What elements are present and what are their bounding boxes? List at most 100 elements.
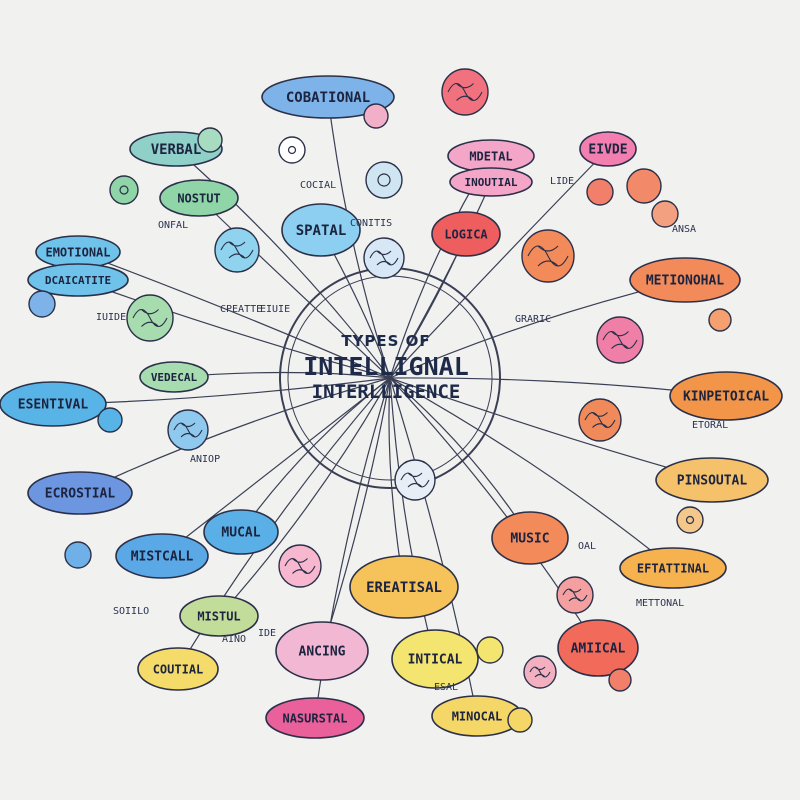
bubbles-layer: COBATIONAL VERBAL NOSTUT SPATAL MDETAL INOUTI…	[0, 75, 783, 739]
small-label-aniop: ANIOP	[190, 454, 220, 465]
connector-ecrostial	[79, 377, 391, 494]
small-label-aino: AINO	[222, 634, 246, 645]
brain-icon	[556, 576, 594, 614]
bubble-nostut: NOSTUT	[159, 179, 239, 217]
brain-icon	[521, 229, 575, 283]
small-label-onfal: ONFAL	[158, 220, 188, 231]
bubble-shape-esential	[0, 381, 107, 427]
bubble-shape-spatal	[281, 203, 361, 257]
bubble-label-mistal: MISTCALL	[131, 550, 194, 565]
bubble-shape-music	[491, 511, 569, 565]
bubble-label-inoutial: INOUTIAL	[465, 176, 518, 189]
connector-eivde	[389, 148, 609, 379]
bubble-shape-mucal	[203, 509, 279, 555]
bubble-shape-ecrostial	[27, 471, 133, 515]
bubble-label-mdetal: MDETAL	[469, 149, 512, 163]
bubble-ancing: ANCING	[275, 621, 369, 681]
bubble-label-pinsoutal: PINSOUTAL	[677, 474, 748, 489]
connector-intical	[389, 377, 436, 660]
circle-icon	[28, 290, 56, 318]
connector-eftattinal	[389, 377, 674, 569]
bubble-label-mistul: MISTUL	[197, 609, 240, 623]
bubble-label-cobational: COBATIONAL	[286, 90, 370, 106]
bubble-nasurstal: NASURSTAL	[265, 697, 365, 739]
small-label-soiilo: SOIILO	[113, 606, 149, 617]
bubble-esential: ESENTIVAL	[0, 381, 107, 427]
bubble-label-logica: LOGICA	[444, 227, 488, 241]
circle-icon	[586, 178, 614, 206]
small-label-graric: GRARIC	[515, 314, 551, 325]
circle-icon	[64, 541, 92, 569]
bubble-shape-dcaicatite	[27, 263, 129, 297]
bubble-metional: METIONOHAL	[629, 257, 741, 303]
small-label-esal: ESAL	[434, 682, 458, 693]
bubble-inoutial: INOUTIAL	[449, 167, 533, 197]
bubble-label-nasurstal: NASURSTAL	[282, 711, 347, 725]
bubble-mistal: MISTCALL	[115, 533, 209, 579]
bubble-shape-mistal	[115, 533, 209, 579]
connector-nostut	[198, 197, 391, 379]
bubble-mistul: MISTUL	[179, 595, 259, 637]
bubble-vedecal: VEDECAL	[139, 361, 209, 393]
bubble-label-eftattinal: EFTATTINAL	[637, 561, 709, 575]
bubble-amical: AMIICAL	[557, 619, 639, 677]
bubble-spatal: SPATAL	[281, 203, 361, 257]
bubble-label-amical: AMIICAL	[571, 642, 626, 657]
gear-icon	[676, 506, 704, 534]
circle-icon	[363, 103, 389, 129]
small-label-eiuie: EIUIE	[260, 304, 290, 315]
bubble-dcaicatite: DCAICATITE	[27, 263, 129, 297]
brain-icon	[126, 294, 174, 342]
bubble-shape-intical	[391, 629, 479, 689]
decorative-icons	[28, 68, 732, 733]
bubble-label-contial: COUTIAL	[153, 662, 204, 676]
bubble-pinsoutal: PINSOUTAL	[655, 457, 769, 503]
brain-icon	[278, 544, 322, 588]
brain-icon	[441, 68, 489, 116]
bubble-label-mucal: MUCAL	[221, 526, 260, 541]
bubble-shape-pinsoutal	[655, 457, 769, 503]
bubble-label-music: MUSIC	[510, 532, 549, 547]
bubble-music: MUSIC	[491, 511, 569, 565]
circle-icon	[651, 200, 679, 228]
bubble-label-intical: INTICAL	[408, 653, 463, 668]
bubble-shape-vedecal	[139, 361, 209, 393]
bubble-label-dcaicatite: DCAICATITE	[45, 274, 111, 287]
brain-icon	[214, 227, 260, 273]
gear-icon	[109, 175, 139, 205]
bubble-shape-ancing	[275, 621, 369, 681]
bubble-ereatisal: EREATISAL	[349, 555, 459, 619]
bubble-shape-amical	[557, 619, 639, 677]
small-label-oal: OAL	[578, 541, 596, 552]
bubble-label-esential: ESENTIVAL	[18, 398, 89, 413]
small-label-iuide: IUIDE	[96, 312, 126, 323]
brain-icon	[394, 459, 436, 501]
bubble-shape-metional	[629, 257, 741, 303]
bubble-label-ancing: ANCING	[299, 645, 346, 660]
bubble-mucal: MUCAL	[203, 509, 279, 555]
bubble-intical: INTICAL	[391, 629, 479, 689]
gear-icon	[278, 136, 306, 164]
bubble-label-nostut: NOSTUT	[177, 191, 220, 205]
small-label-etoral: ETORAL	[692, 420, 728, 431]
small-label-ide: IDE	[258, 628, 276, 639]
circle-icon	[507, 707, 533, 733]
gear-icon	[365, 161, 403, 199]
bubble-label-emotional: EMOTIONAL	[45, 245, 110, 259]
bubble-shape-contial	[137, 647, 219, 691]
bubble-label-metional: METIONOHAL	[646, 274, 724, 289]
connector-mistal	[161, 377, 391, 557]
bubble-eivde: EIVDE	[579, 131, 637, 167]
small-label-cpeatte: CPEATTE	[220, 304, 262, 315]
circle-icon	[97, 407, 123, 433]
brain-icon	[167, 409, 209, 451]
brain-icon	[596, 316, 644, 364]
bubble-ecrostial: ECROSTIAL	[27, 471, 133, 515]
bubble-label-minical: MINOCAL	[452, 709, 503, 723]
bubble-shape-eftattinal	[619, 547, 727, 589]
bubble-label-verbal: VERBAL	[151, 142, 202, 158]
bubble-label-ereatisal: EREATISAL	[366, 580, 442, 596]
bubble-shape-eivde	[579, 131, 637, 167]
bubble-shape-ereatisal	[349, 555, 459, 619]
